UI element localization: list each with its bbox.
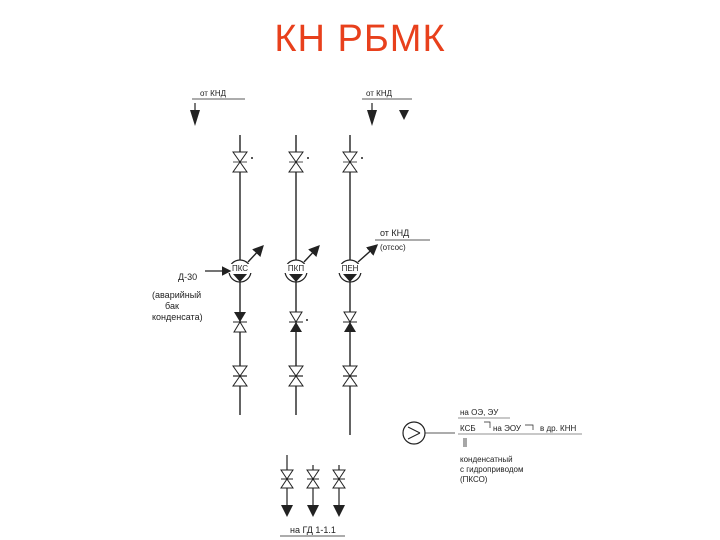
top-left-inlet: от КНД <box>190 89 245 126</box>
arrow-down-icon <box>307 505 319 517</box>
check-valve-middle <box>289 311 308 332</box>
valve-lower-right <box>342 365 358 387</box>
left-label-3: бак <box>165 301 179 311</box>
top-left-label: от КНД <box>200 89 227 98</box>
valve-upper-left <box>232 151 253 173</box>
pump-middle-label: ПКП <box>288 264 304 273</box>
reserve-label: (отсос) <box>380 243 406 252</box>
left-label-1: Д-30 <box>178 272 197 282</box>
pump-left: ПКС <box>228 244 264 283</box>
legend-line-2b: на ЭОУ <box>493 424 522 433</box>
valve-icon <box>280 469 294 489</box>
left-label-4: конденсата) <box>152 312 203 322</box>
from-knd-label: от КНД <box>380 228 409 238</box>
arrow-down-icon <box>367 110 377 126</box>
bottom-label: на ГД 1-1.1 <box>290 525 336 535</box>
left-label-2: (аварийный <box>152 290 201 300</box>
arrow-down-icon <box>281 505 293 517</box>
valve-lower-middle <box>288 365 304 387</box>
arrow-down-icon <box>190 110 200 126</box>
pump-middle: ПКП <box>284 244 320 283</box>
legend-line-3: конденсатный <box>460 455 513 464</box>
pump-left-label: ПКС <box>232 264 248 273</box>
pump-right-label: ПЕН <box>342 264 359 273</box>
motor-symbol-icon <box>402 421 426 445</box>
arrow-down-icon <box>399 110 409 120</box>
pump-right: ПЕН <box>338 244 379 283</box>
valve-upper-middle <box>288 151 309 173</box>
valve-icon <box>306 469 320 489</box>
check-valve-right <box>343 311 357 332</box>
page-title: КН РБМК <box>274 18 446 60</box>
legend: на ОЭ, ЭУ КСБ на ЭОУ в др. КНН конденсат… <box>402 408 582 484</box>
check-valve-left <box>233 312 247 333</box>
top-right-inlet: от КНД <box>362 89 412 126</box>
valve-icon <box>332 469 346 489</box>
valve-upper-right <box>342 151 363 173</box>
legend-line-5: (ПКСО) <box>460 475 488 484</box>
valve-lower-left <box>232 365 248 387</box>
legend-line-1: на ОЭ, ЭУ <box>460 408 499 417</box>
arrow-down-icon <box>333 505 345 517</box>
from-knd-annotation: от КНД (отсос) <box>375 228 430 252</box>
bottom-outlets: на ГД 1-1.1 <box>280 455 346 537</box>
legend-line-2a: КСБ <box>460 424 476 433</box>
left-feed: Д-30 (аварийный бак конденсата) <box>152 266 232 322</box>
legend-line-2c: в др. КНН <box>540 424 576 433</box>
top-right-label: от КНД <box>366 89 393 98</box>
legend-line-4: с гидроприводом <box>460 465 523 474</box>
